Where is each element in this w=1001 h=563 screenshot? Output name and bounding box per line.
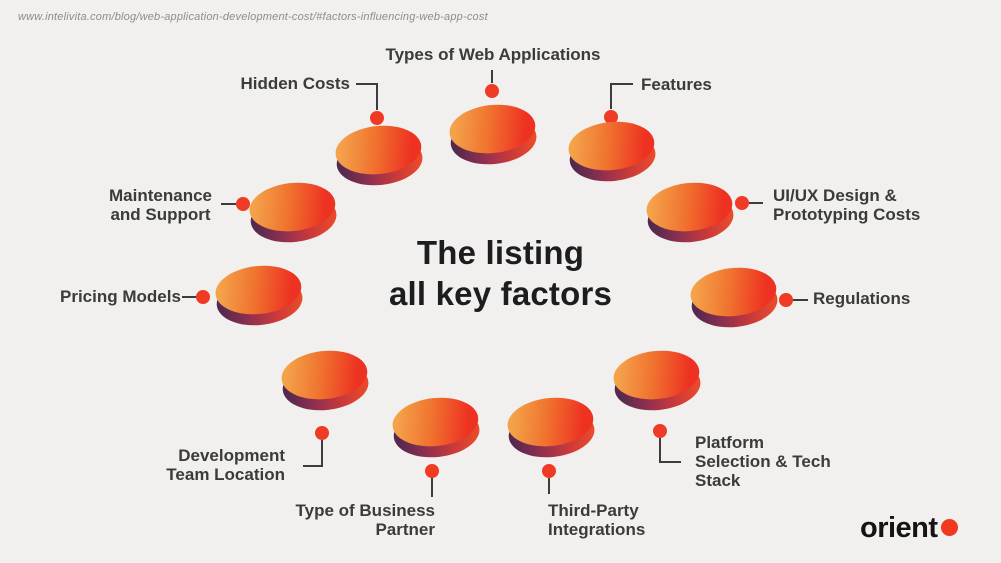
- factor-label-third-party-integrations: Third-Party Integrations: [548, 501, 646, 539]
- connector-line-development-team-location: [303, 440, 323, 467]
- connector-dot-platform-selection-tech-stack: [653, 424, 667, 438]
- connector-dot-third-party-integrations: [542, 464, 556, 478]
- factor-label-pricing-models: Pricing Models: [60, 287, 181, 306]
- disc-development-team-location: [279, 346, 371, 415]
- disc-platform-selection-tech-stack: [611, 346, 703, 415]
- factor-label-type-of-business-partner: Type of Business Partner: [295, 501, 436, 539]
- connector-dot-type-of-business-partner: [425, 464, 439, 478]
- connector-dot-ui-ux-design-prototyping-costs: [735, 196, 749, 210]
- disc-features: [566, 117, 658, 186]
- factor-label-ui-ux-design-prototyping-costs: UI/UX Design & Prototyping Costs: [773, 186, 921, 224]
- factor-label-features: Features: [641, 75, 712, 94]
- brand-logo: orient: [860, 514, 958, 543]
- connector-line-features: [610, 83, 633, 109]
- connector-dot-types-of-web-applications: [485, 84, 499, 98]
- factor-label-hidden-costs: Hidden Costs: [240, 74, 350, 93]
- disc-type-of-business-partner: [390, 393, 482, 462]
- factor-label-types-of-web-applications: Types of Web Applications: [385, 45, 601, 64]
- disc-hidden-costs: [333, 121, 425, 190]
- disc-third-party-integrations: [505, 393, 597, 462]
- connector-dot-development-team-location: [315, 426, 329, 440]
- factor-label-platform-selection-tech-stack: Platform Selection & Tech Stack: [695, 433, 831, 490]
- connector-line-platform-selection-tech-stack: [659, 438, 681, 463]
- factor-label-development-team-location: Development Team Location: [166, 446, 285, 484]
- factor-label-maintenance-and-support: Maintenance and Support: [109, 186, 212, 224]
- brand-logo-text: orient: [860, 512, 938, 544]
- brand-logo-dot-icon: [940, 519, 958, 536]
- connector-line-hidden-costs: [356, 83, 378, 110]
- connector-dot-hidden-costs: [370, 111, 384, 125]
- disc-types-of-web-applications: [447, 100, 539, 169]
- source-url-caption: www.intelivita.com/blog/web-application-…: [18, 11, 488, 23]
- page-title: The listing all key factors: [388, 234, 613, 312]
- factor-label-regulations: Regulations: [813, 289, 911, 308]
